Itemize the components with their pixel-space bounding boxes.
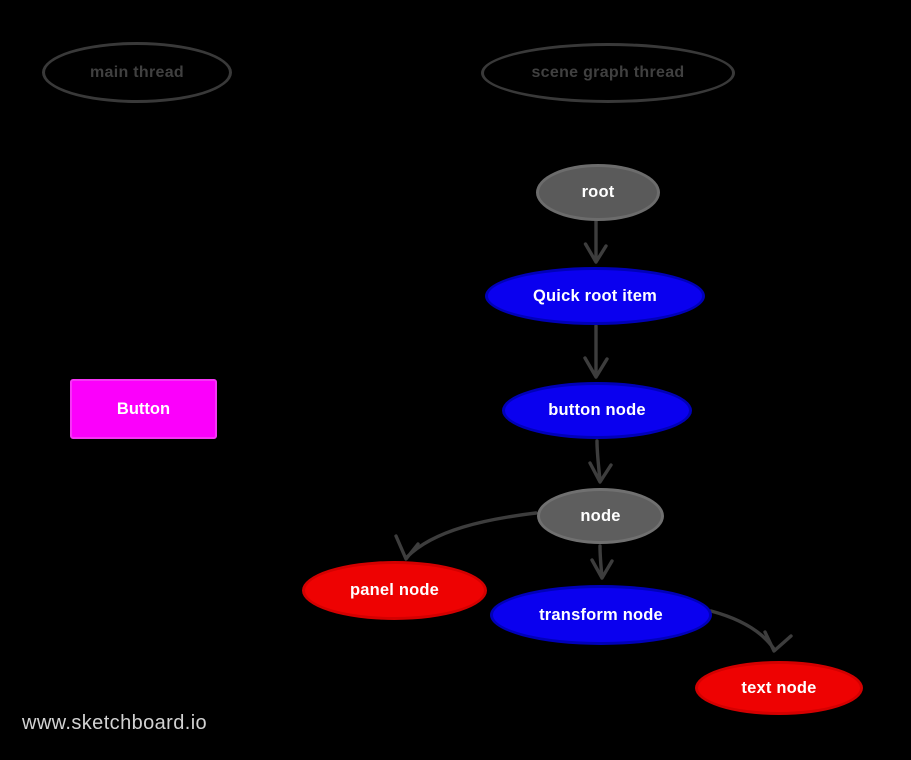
root-node-label: root <box>581 183 615 201</box>
edge-transform-node-to-text-node <box>709 609 793 653</box>
edge-quick-root-item-to-button-node <box>583 324 609 379</box>
button-node-label: button node <box>548 401 646 419</box>
edge-button-node-to-node <box>588 439 613 484</box>
panel-node-label: panel node <box>349 581 440 599</box>
panel-node-shape[interactable]: panel node <box>302 561 487 620</box>
edge-node-to-panel-node <box>394 511 538 561</box>
quick-root-item-shape[interactable]: Quick root item <box>485 267 705 325</box>
main-thread-label: main thread <box>90 63 184 81</box>
root-node-shape[interactable]: root <box>536 164 660 221</box>
main-thread-lane[interactable]: main thread <box>42 42 232 103</box>
button-node-shape[interactable]: button node <box>502 382 692 439</box>
quick-root-item-label: Quick root item <box>532 286 658 305</box>
text-node-shape[interactable]: text node <box>695 661 863 715</box>
node-shape[interactable]: node <box>537 488 664 544</box>
button-shape-label: Button <box>116 399 171 418</box>
transform-node-label: transform node <box>539 605 663 624</box>
scene-graph-thread-lane[interactable]: scene graph thread <box>481 43 735 103</box>
button-shape[interactable]: Button <box>70 379 217 439</box>
edge-node-to-transform-node <box>590 544 614 580</box>
sketchboard-watermark: www.sketchboard.io <box>22 712 208 734</box>
transform-node-shape[interactable]: transform node <box>490 585 712 645</box>
edge-root-to-quick-root-item <box>583 219 608 264</box>
scene-graph-thread-label: scene graph thread <box>531 64 685 81</box>
node-label: node <box>580 506 621 525</box>
text-node-label: text node <box>741 678 817 697</box>
